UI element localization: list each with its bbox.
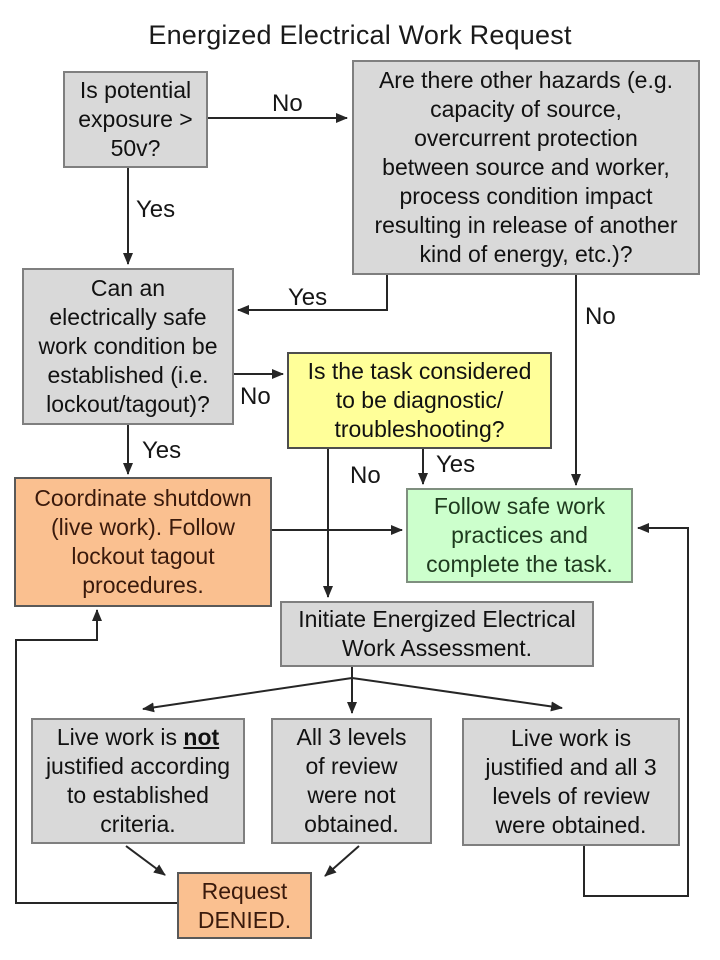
label-exposure-yes: Yes: [136, 196, 176, 223]
node-diagnostic-text: Is the task considered to be diagnostic/…: [307, 358, 532, 442]
label-hazards-yes: Yes: [288, 284, 328, 311]
connector-review-to-denied: [324, 845, 360, 877]
page-title: Energized Electrical Work Request: [148, 20, 572, 50]
node-diagnostic: Is the task considered to be diagnostic/…: [287, 352, 552, 449]
node-potential-exposure-text: Is potential exposure > 50v?: [78, 77, 193, 161]
connector-assessment-to-justified: [351, 677, 563, 712]
node-not-justified-text-not: not: [183, 724, 220, 750]
node-safe-practices-text: Follow safe work practices and complete …: [426, 493, 613, 577]
node-not-justified-text: Live work is not justified according to …: [33, 723, 243, 839]
node-other-hazards: Are there other hazards (e.g. capacity o…: [352, 60, 700, 275]
label-safe-condition-no: No: [240, 383, 271, 410]
label-diagnostic-yes: Yes: [436, 451, 476, 478]
node-coordinate-shutdown-text: Coordinate shutdown (live work). Follow …: [34, 485, 252, 598]
label-safe-condition-yes: Yes: [142, 437, 182, 464]
node-initiate-assessment-text: Initiate Energized Electrical Work Asses…: [298, 606, 576, 661]
node-review-not-obtained: All 3 levels of review were not obtained…: [271, 718, 432, 844]
node-justified-text: Live work is justified and all 3 levels …: [485, 725, 657, 838]
node-other-hazards-text: Are there other hazards (e.g. capacity o…: [374, 67, 678, 267]
node-not-justified-text-post: justified according to established crite…: [45, 753, 231, 837]
node-coordinate-shutdown: Coordinate shutdown (live work). Follow …: [14, 477, 272, 607]
node-request-denied-text: Request DENIED.: [197, 877, 292, 933]
node-review-not-obtained-text: All 3 levels of review were not obtained…: [296, 724, 407, 837]
label-hazards-no: No: [585, 303, 616, 330]
node-not-justified: Live work is not justified according to …: [31, 718, 245, 844]
node-safe-condition: Can an electrically safe work condition …: [22, 268, 234, 425]
node-safe-condition-text: Can an electrically safe work condition …: [38, 275, 218, 417]
node-not-justified-text-pre: Live work is: [56, 724, 184, 750]
label-exposure-no: No: [272, 90, 303, 117]
connector-assessment-to-not-justified: [142, 677, 353, 713]
node-request-denied: Request DENIED.: [177, 872, 312, 939]
node-justified: Live work is justified and all 3 levels …: [462, 718, 680, 846]
node-initiate-assessment: Initiate Energized Electrical Work Asses…: [280, 601, 594, 667]
node-safe-practices: Follow safe work practices and complete …: [406, 488, 633, 583]
label-diagnostic-no: No: [350, 462, 381, 489]
node-potential-exposure: Is potential exposure > 50v?: [63, 71, 208, 168]
connector-not-justified-to-denied: [125, 845, 166, 876]
